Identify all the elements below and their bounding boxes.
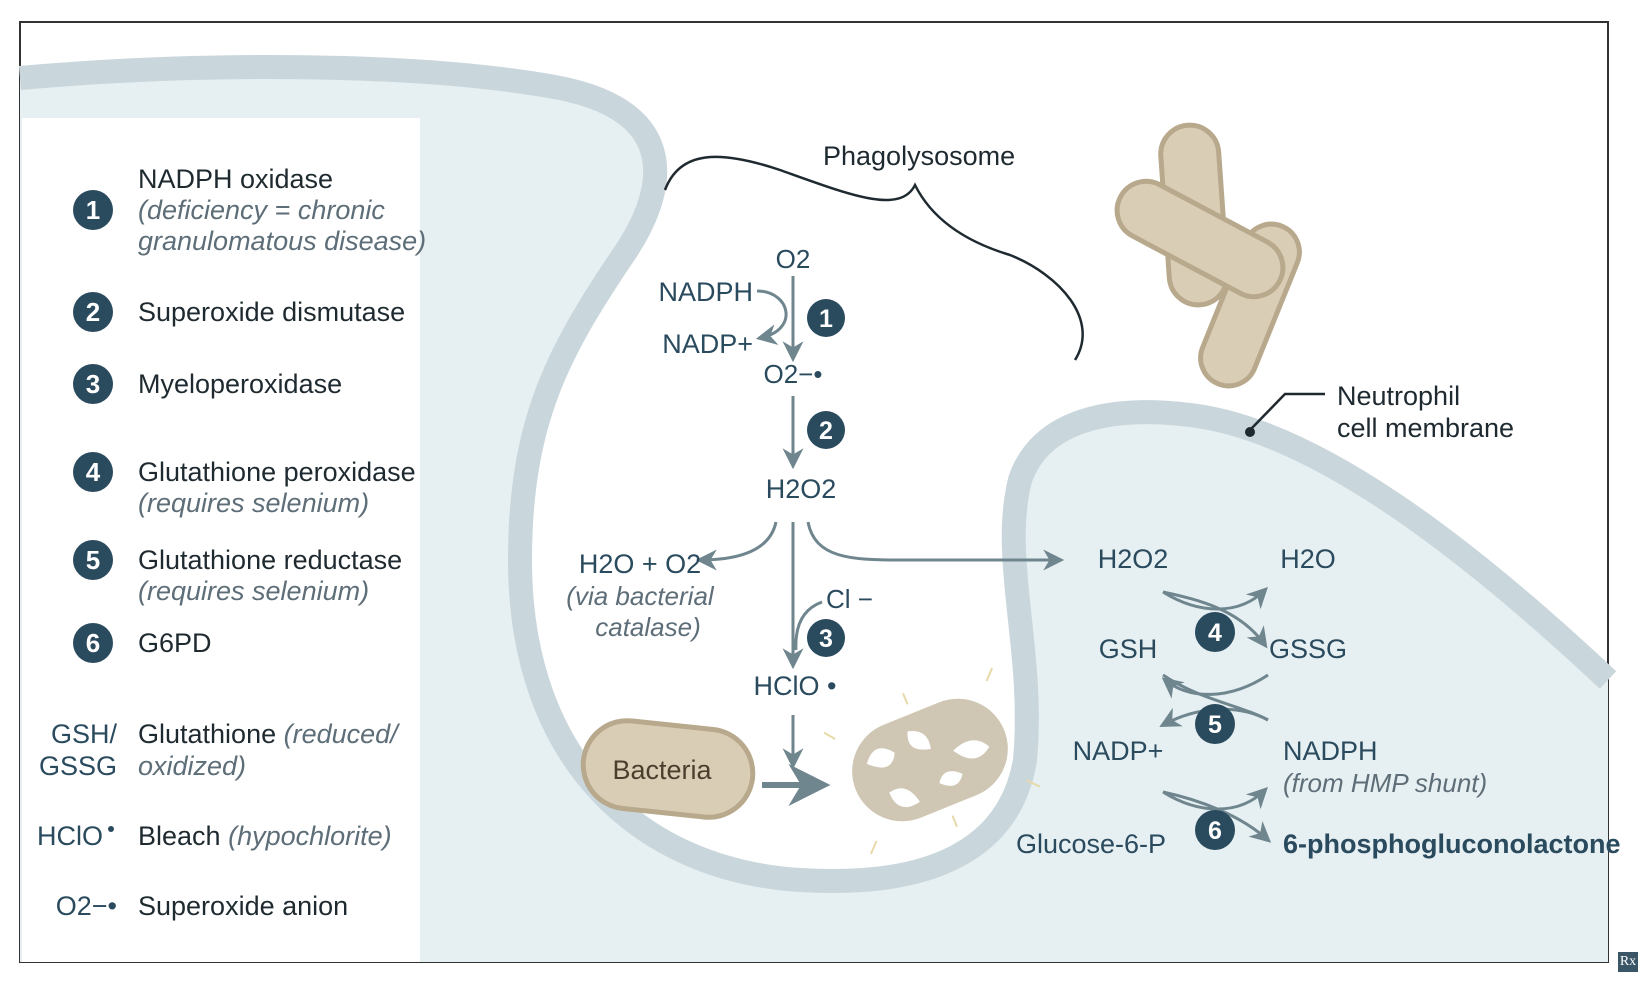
label-catalase-line1: (via bacterial <box>566 581 715 611</box>
abbr-hclo: HClO <box>37 821 103 851</box>
abbr-gsh-term: Glutathione (reduced/ <box>138 719 400 749</box>
label-cl: Cl − <box>826 584 873 614</box>
legend-item-5-note1: (requires selenium) <box>138 576 369 606</box>
arrow-cl-join <box>794 600 823 651</box>
legend-item-5-name: Glutathione reductase <box>138 545 402 575</box>
badge-3: 3 <box>807 619 845 657</box>
legend-badge-6: 6 <box>73 623 113 663</box>
bacteria-label: Bacteria <box>612 755 712 785</box>
abbr-gsh: GSH/ <box>51 719 118 749</box>
arrow-h2o2-to-catalase <box>695 521 778 571</box>
legend-item-3-name: Myeloperoxidase <box>138 369 342 399</box>
badge-2-text: 2 <box>819 417 833 445</box>
label-nadp-plus: NADP+ <box>662 329 753 359</box>
badge-1: 1 <box>807 299 845 337</box>
legend-item-1-note1: (deficiency = chronic <box>138 195 385 225</box>
abbr-superoxide-term: Superoxide anion <box>138 891 348 921</box>
legend-badge-5-text: 5 <box>86 545 100 575</box>
membrane-callout-line <box>1249 392 1325 431</box>
badge-3-text: 3 <box>819 625 833 653</box>
legend-item-1-note2: granulomatous disease) <box>138 226 426 256</box>
cyto-label-lactone: 6-phosphogluconolactone <box>1283 829 1621 859</box>
label-nadph: NADPH <box>658 277 753 307</box>
badge-2: 2 <box>807 411 845 449</box>
badge-6: 6 <box>1195 810 1235 850</box>
cyto-label-hmp: (from HMP shunt) <box>1283 768 1487 798</box>
badge-4: 4 <box>1195 612 1235 652</box>
bacteria-outside <box>1114 122 1302 389</box>
label-catalase-line2: catalase) <box>595 612 701 642</box>
legend: 1 NADPH oxidase (deficiency = chronic gr… <box>37 164 426 921</box>
bacteria-inside: Bacteria <box>580 718 756 820</box>
rx-icon: Rx <box>1618 952 1638 972</box>
legend-badge-4-text: 4 <box>86 457 101 487</box>
abbr-hclo-radical-dot <box>108 826 114 832</box>
arrow-gssg-to-gsh <box>1161 673 1269 699</box>
cyto-label-h2o: H2O <box>1280 544 1336 574</box>
legend-item-2-name: Superoxide dismutase <box>138 297 405 327</box>
legend-badge-5: 5 <box>73 540 113 580</box>
cyto-label-gsh: GSH <box>1099 634 1158 664</box>
legend-badge-2-text: 2 <box>86 297 100 327</box>
cyto-label-glucose6p: Glucose-6-P <box>1016 829 1166 859</box>
phagolysosome-label: Phagolysosome <box>823 141 1015 171</box>
arrow-nadph-to-nadp <box>755 289 788 345</box>
membrane-label-line1: Neutrophil <box>1337 381 1460 411</box>
abbr-superoxide: O2−• <box>56 891 117 921</box>
badge-4-text: 4 <box>1208 619 1222 647</box>
cell-membrane-left <box>18 55 1617 893</box>
legend-badge-1: 1 <box>73 190 113 230</box>
legend-panel <box>22 118 420 962</box>
membrane-callout-dot <box>1245 427 1255 437</box>
phagolysosome-pathway: O2 NADPH NADP+ 1 O2−• 2 H2O2 H2O + O2 (v… <box>566 244 1065 770</box>
abbr-gsh-note2: oxidized) <box>138 751 246 781</box>
cyto-label-gssg: GSSG <box>1269 634 1347 664</box>
label-hclo: HClO • <box>754 671 837 701</box>
cyto-label-nadph: NADPH <box>1283 736 1378 766</box>
legend-item-6-name: G6PD <box>138 628 212 658</box>
arrow-h2o2-to-cytoplasm <box>806 521 1065 571</box>
legend-badge-6-text: 6 <box>86 628 100 658</box>
abbr-gssg: GSSG <box>39 751 117 781</box>
legend-item-1-name: NADPH oxidase <box>138 164 333 194</box>
legend-item-4-name: Glutathione peroxidase <box>138 457 416 487</box>
membrane-label-line2: cell membrane <box>1337 413 1514 443</box>
legend-badge-3-text: 3 <box>86 369 100 399</box>
abbr-hclo-term: Bleach (hypochlorite) <box>138 821 392 851</box>
badge-5: 5 <box>1195 704 1235 744</box>
label-h2o-o2: H2O + O2 <box>579 549 701 579</box>
badge-5-text: 5 <box>1208 711 1222 739</box>
cytoplasm-pathway: H2O2 H2O 4 GSH GSSG 5 NADP+ NADPH (from … <box>1016 544 1621 859</box>
legend-item-4-note1: (requires selenium) <box>138 488 369 518</box>
arrow-g6p-to-lactone <box>1162 790 1272 843</box>
badge-1-text: 1 <box>819 305 833 333</box>
legend-badge-3: 3 <box>73 364 113 404</box>
legend-badge-2: 2 <box>73 292 113 332</box>
legend-badge-1-text: 1 <box>86 195 100 225</box>
destroyed-bacteria <box>823 667 1041 855</box>
legend-badge-4: 4 <box>73 452 113 492</box>
phagolysosome-brace <box>663 155 1084 361</box>
label-h2o2: H2O2 <box>766 474 837 504</box>
label-o2: O2 <box>776 244 811 274</box>
arrow-gsh-to-gssg <box>1162 590 1268 649</box>
label-superoxide: O2−• <box>764 359 823 389</box>
cyto-label-nadp-plus: NADP+ <box>1073 736 1164 766</box>
badge-6-text: 6 <box>1208 817 1222 845</box>
cyto-label-h2o2: H2O2 <box>1098 544 1169 574</box>
